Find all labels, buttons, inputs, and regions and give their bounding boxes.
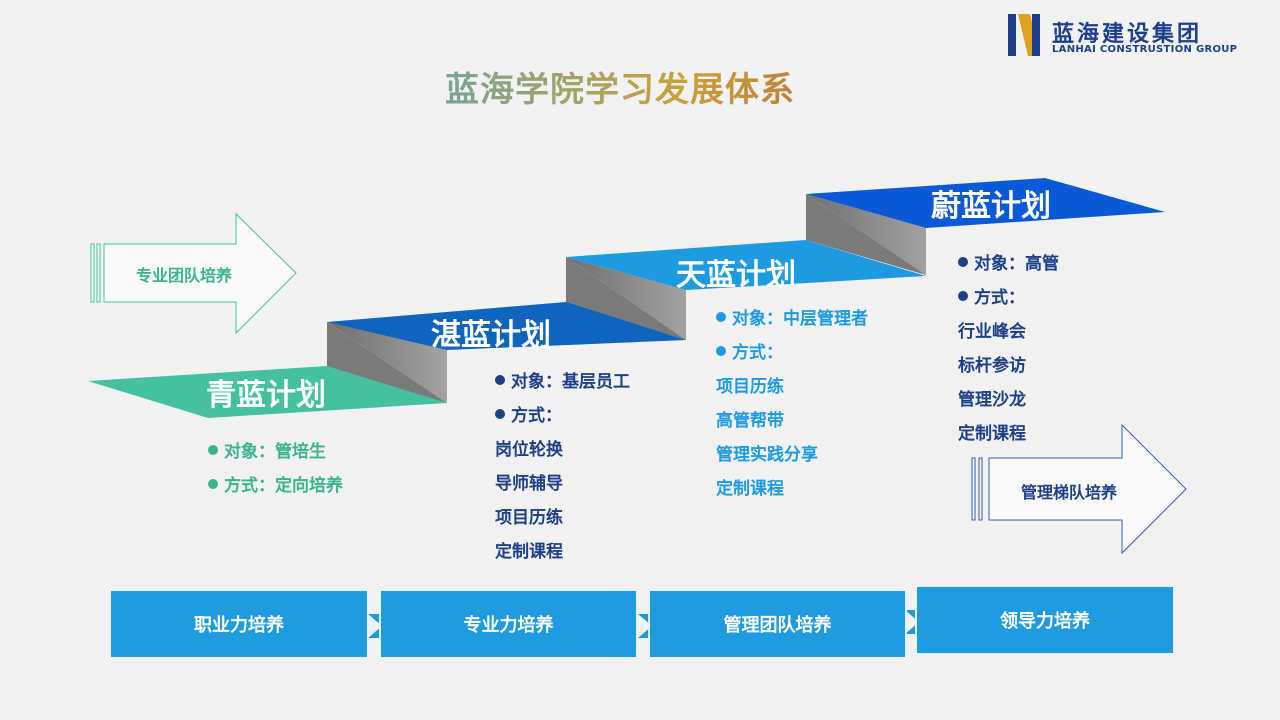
- logo-subtitle: LANHAI CONSTRUSTION GROUP: [1052, 44, 1238, 55]
- stage-box-professional: 专业力培养: [379, 589, 638, 659]
- riser-1b: [327, 322, 447, 403]
- bullet-icon: [495, 409, 505, 419]
- detail-item: 标杆参访: [958, 356, 1026, 376]
- riser-3b: [806, 194, 926, 275]
- plan-details-weilan: 对象：高管 方式： 行业峰会 标杆参访 管理沙龙 定制课程: [958, 247, 1059, 451]
- right-arrow-shape: [971, 423, 1187, 555]
- detail-item: 项目历练: [495, 508, 563, 528]
- stage-box-management: 管理团队培养: [648, 589, 907, 659]
- detail-item: 管理沙龙: [958, 390, 1026, 410]
- bullet-icon: [495, 375, 505, 385]
- detail-item: 项目历练: [716, 377, 784, 397]
- detail-item: 方式：定向培养: [224, 476, 343, 496]
- detail-item: 管理实践分享: [716, 445, 818, 465]
- detail-item: 方式：: [511, 406, 562, 426]
- detail-item: 对象：高管: [974, 254, 1059, 274]
- detail-item: 对象：管培生: [224, 442, 326, 462]
- right-arrow-label: 管理梯队培养: [1021, 483, 1118, 502]
- plan-name-weilan: 蔚蓝计划: [931, 189, 1051, 224]
- step-qinglan: [88, 366, 447, 418]
- plan-details-zhanlan: 对象：基层员工 方式： 岗位轮换 导师辅导 项目历练 定制课程: [495, 365, 630, 569]
- logo-mark-icon: [1008, 14, 1040, 56]
- detail-item: 方式：: [974, 288, 1025, 308]
- logo-name: 蓝海建设集团: [1052, 22, 1203, 47]
- plan-details-qinglan: 对象：管培生 方式：定向培养: [208, 435, 343, 503]
- detail-item: 定制课程: [495, 542, 563, 562]
- riser-2b: [566, 257, 686, 340]
- bullet-icon: [716, 346, 726, 356]
- stage-box-leadership: 领导力培养: [915, 585, 1175, 655]
- detail-item: 定制课程: [958, 424, 1026, 444]
- left-arrow-shape: [90, 212, 297, 335]
- detail-item: 行业峰会: [958, 322, 1026, 342]
- page-title: 蓝海学院学习发展体系: [0, 62, 1240, 111]
- detail-item: 定制课程: [716, 479, 784, 499]
- detail-item: 对象：中层管理者: [732, 309, 868, 329]
- detail-item: 高管帮带: [716, 411, 784, 431]
- detail-item: 方式：: [732, 343, 783, 363]
- left-arrow-label: 专业团队培养: [136, 266, 233, 285]
- bullet-icon: [208, 479, 218, 489]
- detail-item: 岗位轮换: [495, 440, 563, 460]
- detail-item: 导师辅导: [495, 474, 563, 494]
- bullet-icon: [958, 257, 968, 267]
- plan-details-tianlan: 对象：中层管理者 方式： 项目历练 高管帮带 管理实践分享 定制课程: [716, 302, 868, 506]
- step-weilan: [806, 178, 1165, 228]
- plan-name-zhanlan: 湛蓝计划: [431, 318, 551, 353]
- step-zhanlan: [327, 302, 686, 350]
- step-tianlan: [566, 240, 926, 290]
- bullet-icon: [958, 291, 968, 301]
- stage-box-career: 职业力培养: [109, 589, 369, 659]
- bullet-icon: [716, 312, 726, 322]
- plan-name-qinglan: 青蓝计划: [206, 378, 326, 413]
- detail-item: 对象：基层员工: [511, 372, 630, 392]
- plan-name-tianlan: 天蓝计划: [676, 258, 796, 293]
- bullet-icon: [208, 445, 218, 455]
